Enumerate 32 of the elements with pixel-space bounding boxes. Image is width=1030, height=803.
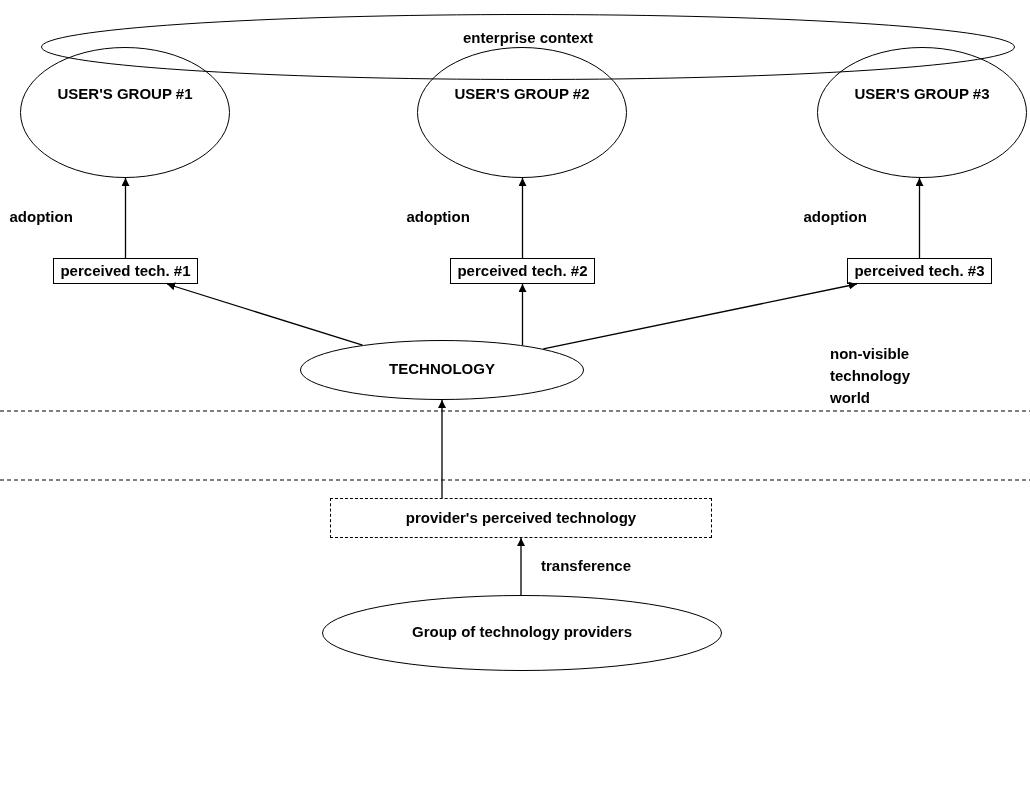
node-label: USER'S GROUP #3 bbox=[853, 85, 991, 104]
ellipse-node bbox=[41, 14, 1015, 80]
node-label: perceived tech. #3 bbox=[853, 262, 986, 281]
arrow bbox=[438, 399, 446, 499]
edge-label: adoption bbox=[7, 208, 75, 225]
edge-label: adoption bbox=[404, 208, 472, 225]
ellipse-node bbox=[817, 47, 1027, 178]
ellipse-node bbox=[20, 47, 230, 178]
node-label: TECHNOLOGY bbox=[388, 360, 496, 379]
process-box bbox=[53, 258, 198, 284]
node-label: provider's perceived technology bbox=[404, 509, 638, 528]
process-box bbox=[330, 498, 712, 538]
node-label: USER'S GROUP #2 bbox=[453, 85, 591, 104]
arrow bbox=[518, 283, 527, 346]
node-label: USER'S GROUP #1 bbox=[56, 85, 194, 104]
node-label: Group of technology providers bbox=[411, 623, 633, 642]
node-label: enterprise context bbox=[461, 29, 594, 48]
node-label: perceived tech. #2 bbox=[456, 262, 589, 281]
arrow bbox=[166, 282, 364, 346]
process-box bbox=[450, 258, 595, 284]
edge-label: adoption bbox=[801, 208, 869, 225]
arrow bbox=[915, 177, 924, 259]
arrow bbox=[517, 537, 525, 596]
node-label: perceived tech. #1 bbox=[59, 262, 192, 281]
arrow bbox=[121, 177, 130, 259]
note-text: non-visible technology world bbox=[830, 344, 911, 408]
ellipse-node bbox=[322, 595, 722, 671]
ellipse-node bbox=[300, 340, 584, 400]
arrow bbox=[518, 177, 527, 259]
ellipse-node bbox=[417, 47, 627, 178]
process-box bbox=[847, 258, 992, 284]
arrow bbox=[542, 281, 858, 350]
